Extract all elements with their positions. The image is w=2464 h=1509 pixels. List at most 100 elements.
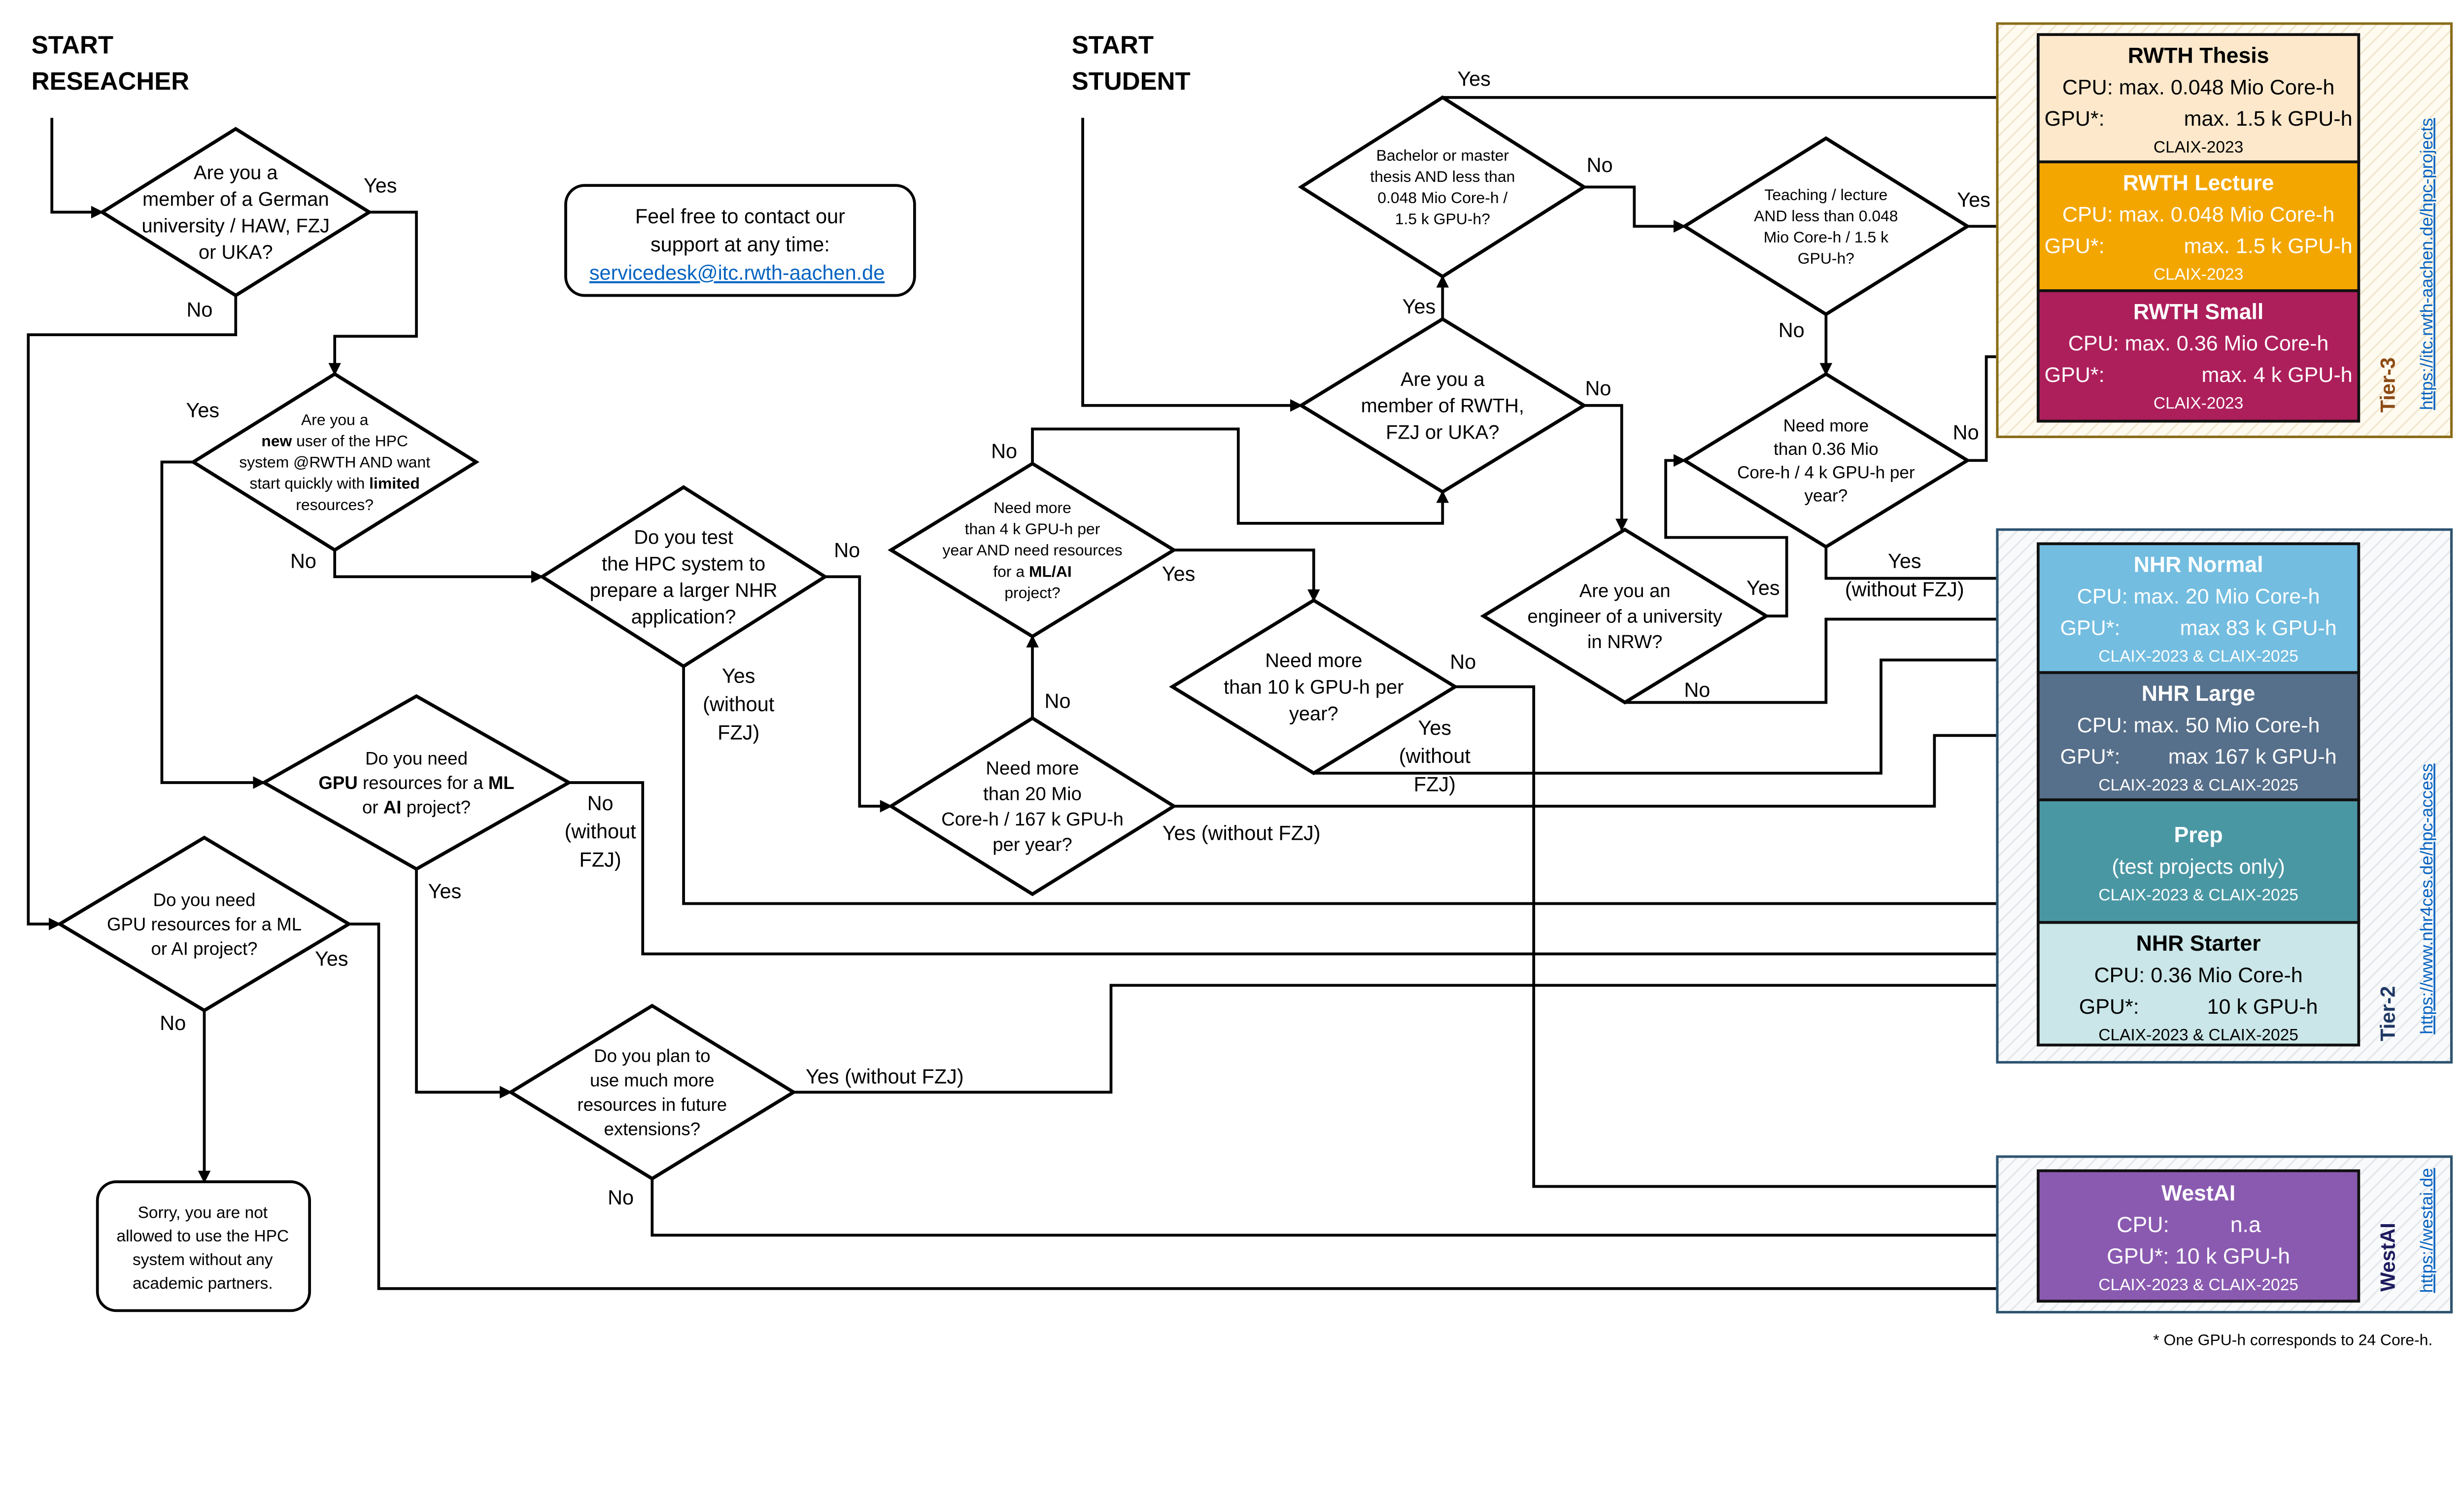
diamond-shape bbox=[507, 1003, 797, 1181]
cpu-quota: CPU: 0.36 Mio Core-h bbox=[2094, 963, 2302, 987]
gpu-label: GPU*: bbox=[2060, 745, 2120, 769]
decision-text-line: year? bbox=[1804, 486, 1848, 506]
contact-text-line2: support at any time: bbox=[650, 233, 830, 256]
resource-box-bg bbox=[2036, 289, 2361, 423]
flow-arrow bbox=[27, 295, 238, 930]
flow-arrow bbox=[348, 923, 2040, 1295]
decision-text-line: application? bbox=[631, 606, 736, 628]
decision-text-line: Bachelor or master bbox=[1376, 146, 1509, 164]
diamond-shape bbox=[190, 372, 479, 552]
flow-arrow bbox=[1174, 549, 1320, 602]
edge-label-gpu-ml-left-yes: Yes bbox=[315, 947, 348, 970]
flow-arrow bbox=[1824, 547, 2040, 585]
sorry-text-line3: system without any bbox=[133, 1251, 273, 1269]
emphasis-text: GPU bbox=[318, 773, 357, 793]
decision-text-line: member of a German bbox=[142, 189, 329, 210]
edge-label-engineer-yes: Yes bbox=[1746, 576, 1780, 599]
decision-text-line: use much more bbox=[590, 1070, 715, 1090]
decision-text-line: Do you plan to bbox=[594, 1046, 710, 1066]
tier-url-link[interactable]: https://itc.rwth-aachen.de/hpc-projects bbox=[2417, 118, 2436, 410]
flow-arrow bbox=[1584, 185, 1686, 233]
decision-text-line: or AI project? bbox=[151, 938, 258, 959]
decision-text-line: Core-h / 167 k GPU-h bbox=[941, 809, 1124, 830]
gpu-label: GPU*: bbox=[2060, 616, 2120, 640]
edge-label-gpu-ml-left-no: No bbox=[160, 1011, 186, 1034]
tier-url-link[interactable]: https://www.nhr4ces.de/hpc-access bbox=[2417, 763, 2436, 1034]
diamond-shape bbox=[1681, 136, 1971, 316]
flow-arrow bbox=[50, 118, 104, 219]
cpu-quota: CPU: max. 0.048 Mio Core-h bbox=[2062, 203, 2334, 227]
flow-arrow bbox=[1455, 685, 2040, 1193]
edge-label-german-member-yes: Yes bbox=[364, 174, 397, 197]
decision-text-line: member of RWTH, bbox=[1361, 395, 1524, 417]
decision-text-line: Do you need bbox=[153, 890, 256, 910]
edge-label-more20-yes: Yes (without FZJ) bbox=[1163, 821, 1321, 844]
decision-text-line: Are you a bbox=[194, 162, 278, 184]
edge-label-more10k-yes: Yes bbox=[1418, 716, 1452, 739]
emphasis-text: AI bbox=[383, 797, 402, 817]
resource-box-bg bbox=[2036, 33, 2361, 164]
resource-name: NHR Normal bbox=[2134, 553, 2263, 577]
gpu-quota: max 167 k GPU-h bbox=[2168, 745, 2337, 769]
decision-text-line: than 4 k GPU-h per bbox=[965, 520, 1100, 538]
flow-arrow bbox=[569, 781, 2040, 960]
decision-text-line: system @RWTH AND want bbox=[239, 453, 430, 471]
systems: CLAIX-2023 & CLAIX-2025 bbox=[2098, 776, 2298, 794]
decision-text-line: than 10 k GPU-h per bbox=[1224, 676, 1403, 698]
hpc-project-flowchart: START RESEACHER START STUDENT Feel free … bbox=[27, 22, 2453, 1349]
decision-text-line: university / HAW, FZJ bbox=[142, 215, 330, 237]
text-segment: resources for a bbox=[358, 773, 488, 793]
resource-name: Prep bbox=[2174, 823, 2223, 847]
cpu-quota: CPU: max. 0.048 Mio Core-h bbox=[2062, 75, 2334, 99]
decision-text-line: Do you need bbox=[365, 748, 468, 768]
diamond-shape bbox=[260, 694, 573, 871]
decision-text-line: GPU-h? bbox=[1798, 249, 1854, 267]
flow-arrow bbox=[1031, 427, 1449, 525]
decision-text-line: Mio Core-h / 1.5 k bbox=[1764, 228, 1888, 246]
decision-text-line: prepare a larger NHR bbox=[590, 580, 778, 601]
start-researcher-title-line1: START bbox=[32, 31, 113, 59]
edge-label-gpu-ml-no: No bbox=[587, 791, 614, 815]
decision-text-line: per year? bbox=[992, 834, 1072, 856]
support-email-link[interactable]: servicedesk@itc.rwth-aachen.de bbox=[589, 261, 885, 284]
sorry-box: Sorry, you are not allowed to use the HP… bbox=[96, 1180, 311, 1312]
flow-arrow bbox=[650, 1178, 2040, 1242]
resource-box-bg bbox=[2036, 160, 2361, 292]
tier-label: Tier-2 bbox=[2376, 986, 2399, 1041]
start-student-title-line1: START bbox=[1072, 31, 1154, 59]
edge-label-more4k-no: No bbox=[991, 440, 1017, 463]
sorry-text-line4: academic partners. bbox=[133, 1274, 273, 1293]
edge-label-member-rwth-yes: Yes bbox=[1403, 295, 1436, 318]
gpu-label: GPU*: bbox=[2079, 995, 2139, 1019]
decision-text-line: Need more bbox=[986, 758, 1079, 779]
flow-arrow bbox=[1081, 118, 1303, 412]
decision-text-line: Core-h / 4 k GPU-h per bbox=[1737, 463, 1915, 482]
flow-arrow bbox=[793, 979, 2040, 1094]
decision-text-line: GPU resources for a ML bbox=[318, 773, 514, 793]
edge-label-test-hpc-no: No bbox=[834, 538, 860, 561]
diamond-shape bbox=[539, 485, 828, 669]
sorry-text-line2: allowed to use the HPC bbox=[116, 1227, 289, 1245]
edge-label-more10k-no: No bbox=[1450, 650, 1476, 673]
flow-arrow bbox=[415, 869, 513, 1098]
systems: CLAIX-2023 & CLAIX-2025 bbox=[2098, 886, 2298, 904]
decision-text-line: or AI project? bbox=[362, 797, 471, 817]
decision-text-line: year AND need resources bbox=[943, 541, 1123, 559]
tier-url-link[interactable]: https://westai.de bbox=[2417, 1168, 2436, 1293]
decision-text-line: for a ML/AI bbox=[993, 562, 1071, 580]
resource-box-prep: Prep(test projects only)CLAIX-2023 & CLA… bbox=[2036, 798, 2361, 924]
diamond-shape bbox=[1169, 598, 1459, 775]
gpu-quota: max. 1.5 k GPU-h bbox=[2184, 234, 2353, 258]
text-segment: for a bbox=[993, 562, 1029, 580]
decision-text-line: in NRW? bbox=[1587, 631, 1662, 652]
decision-german-member: Are you a member of a German university / … bbox=[99, 127, 373, 298]
